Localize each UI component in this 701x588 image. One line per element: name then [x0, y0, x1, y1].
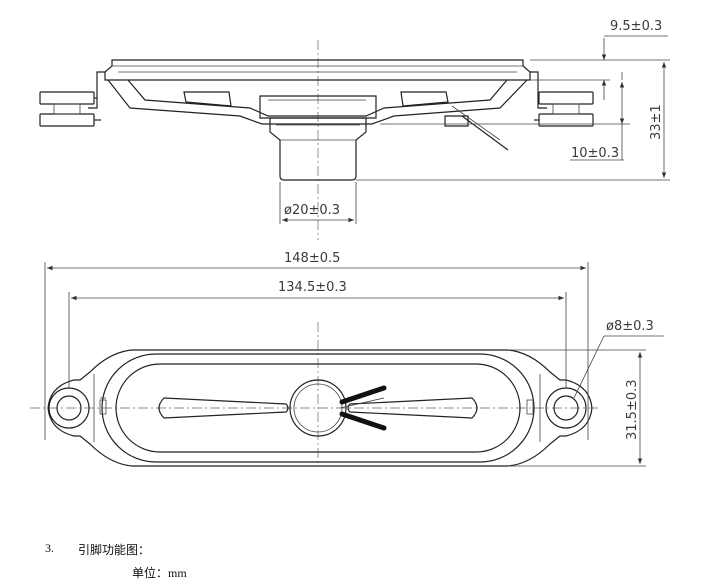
top-view: 148±0.5 134.5±0.3 ø8±0.3 31.5±0.3: [30, 251, 664, 467]
side-magnet: [269, 117, 367, 181]
caption-unit: 单位：mm: [132, 566, 187, 580]
caption-item-title: 引脚功能图：: [78, 543, 151, 557]
side-cone-top: [259, 95, 377, 119]
top-slot-left: [158, 397, 289, 419]
side-mount-left: [39, 71, 105, 127]
mount-hole-left: [56, 395, 82, 421]
side-flange: [104, 59, 531, 81]
dim-step-height: 10±0.3: [571, 146, 619, 161]
dim-overall-length: 148±0.5: [284, 251, 340, 266]
dim-magnet-diameter: ø20±0.3: [284, 203, 340, 218]
side-slot-right: [400, 91, 449, 107]
dim-hole-diameter: ø8±0.3: [606, 319, 654, 334]
dim-total-height: 33±1: [649, 104, 664, 140]
side-basket: [107, 79, 528, 125]
dim-top-offset: 9.5±0.3: [610, 19, 662, 34]
dim-hole-pitch: 134.5±0.3: [278, 280, 347, 295]
top-center-magnet: [289, 379, 347, 437]
side-view: 9.5±0.3 10±0.3 33±1 ø20±0.3: [39, 19, 670, 240]
top-inner-frame: [115, 363, 521, 453]
side-slot-left: [183, 91, 232, 107]
mount-hole-right: [553, 395, 579, 421]
top-frame: [101, 353, 535, 463]
side-terminal: [444, 115, 469, 127]
caption-item-number: 3.: [45, 541, 54, 555]
side-mount-right: [530, 71, 594, 127]
dim-body-width: 31.5±0.3: [625, 379, 640, 440]
terminal-leads: [339, 385, 387, 431]
